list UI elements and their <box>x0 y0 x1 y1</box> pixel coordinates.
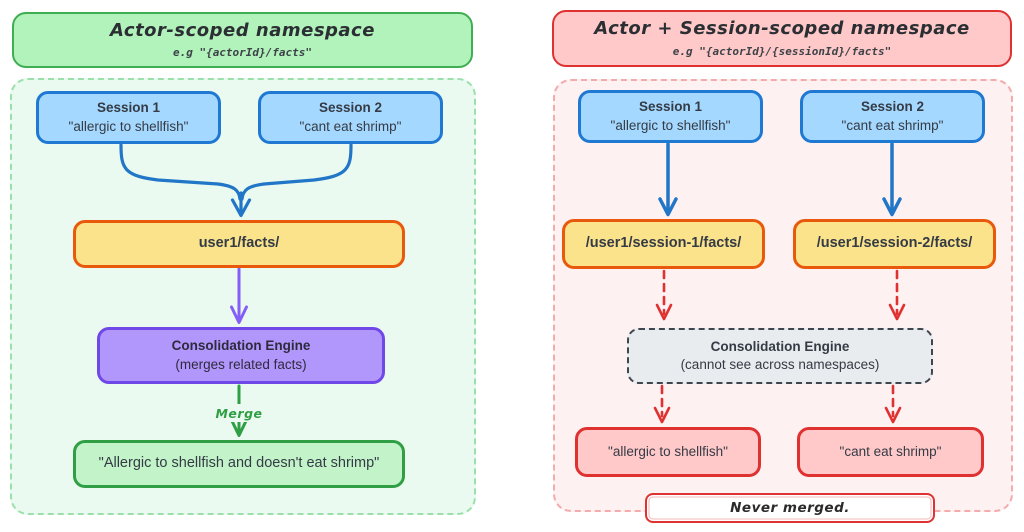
right-fact-2-box: "cant eat shrimp" <box>797 427 984 477</box>
left-panel-header: Actor-scoped namespace e.g "{actorId}/fa… <box>12 12 473 68</box>
right-session2-arrow <box>882 142 902 217</box>
right-session-1-title: Session 1 <box>638 99 703 115</box>
left-namespace-to-engine-arrow <box>230 267 248 324</box>
right-fact-1-box: "allergic to shellfish" <box>575 427 761 477</box>
left-session-1-title: Session 1 <box>96 100 161 116</box>
left-session-2-quote: "cant eat shrimp" <box>299 118 402 134</box>
right-session-2-title: Session 2 <box>860 99 925 115</box>
left-converge-arrow <box>119 143 353 218</box>
left-engine-title: Consolidation Engine <box>171 338 311 354</box>
left-panel-subtitle: e.g "{actorId}/facts" <box>172 46 313 60</box>
right-panel-header: Actor + Session-scoped namespace e.g "{a… <box>552 10 1012 67</box>
right-engine-to-fact2-arrow <box>884 384 902 424</box>
right-panel-title: Actor + Session-scoped namespace <box>594 18 970 40</box>
right-panel-subtitle: e.g "{actorId}/{sessionId}/facts" <box>672 44 892 58</box>
never-merged-box: Never merged. <box>645 493 935 523</box>
left-namespace-box: user1/facts/ <box>73 220 405 268</box>
left-session-1-box: Session 1 "allergic to shellfish" <box>36 91 221 144</box>
right-engine-title: Consolidation Engine <box>710 338 850 354</box>
left-session-1-quote: "allergic to shellfish" <box>68 118 189 134</box>
merge-label: Merge <box>206 404 272 422</box>
left-consolidation-engine-box: Consolidation Engine (merges related fac… <box>97 327 385 384</box>
right-session-2-box: Session 2 "cant eat shrimp" <box>800 90 985 143</box>
left-panel-title: Actor-scoped namespace <box>110 19 375 41</box>
left-engine-subtitle: (merges related facts) <box>175 356 307 372</box>
right-ns1-to-engine-arrow <box>655 269 673 321</box>
left-session-2-title: Session 2 <box>318 100 383 116</box>
right-ns2-to-engine-arrow <box>888 269 906 321</box>
right-consolidation-engine-box: Consolidation Engine (cannot see across … <box>627 328 933 384</box>
right-session-1-box: Session 1 "allergic to shellfish" <box>578 90 763 143</box>
right-engine-to-fact1-arrow <box>653 384 671 424</box>
left-merged-result-box: "Allergic to shellfish and doesn't eat s… <box>73 440 405 488</box>
right-namespace-1-box: /user1/session-1/facts/ <box>562 219 765 269</box>
right-session-1-quote: "allergic to shellfish" <box>610 117 731 133</box>
right-session1-arrow <box>658 142 678 217</box>
left-session-2-box: Session 2 "cant eat shrimp" <box>258 91 443 144</box>
right-engine-subtitle: (cannot see across namespaces) <box>680 357 880 372</box>
right-session-2-quote: "cant eat shrimp" <box>841 117 944 133</box>
right-namespace-2-box: /user1/session-2/facts/ <box>793 219 996 269</box>
